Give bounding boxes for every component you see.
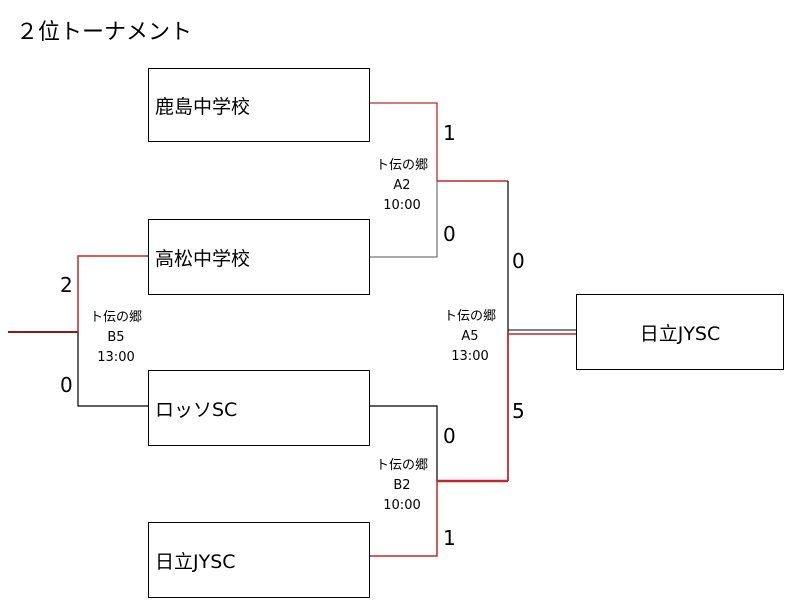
line-b5-rosso	[77, 332, 148, 407]
score-b2-rosso: 0	[443, 424, 456, 448]
match-time: 10:00	[383, 198, 421, 213]
score-b2-hitachi: 1	[443, 526, 456, 550]
match-code: A5	[461, 329, 479, 344]
match-venue: ト伝の郷	[443, 309, 496, 324]
team-label: 鹿島中学校	[155, 95, 251, 118]
team-label: ロッソSC	[155, 398, 238, 421]
score-b5-takamatsu: 2	[60, 273, 73, 297]
match-label-a5: ト伝の郷 A5 13:00	[428, 307, 512, 367]
match-venue: ト伝の郷	[375, 458, 428, 473]
match-label-b5: ト伝の郷 B5 13:00	[74, 308, 158, 368]
match-label-a2: ト伝の郷 A2 10:00	[360, 156, 444, 216]
line-b5-takamatsu	[77, 255, 148, 332]
team-label: 日立JYSC	[155, 550, 236, 573]
team-box-rosso: ロッソSC	[148, 370, 370, 446]
match-code: B5	[107, 330, 125, 345]
page-title: ２位トーナメント	[16, 20, 193, 45]
match-venue: ト伝の郷	[89, 310, 142, 325]
score-a5-top: 0	[512, 249, 525, 273]
line-b2-rosso	[370, 405, 438, 481]
line-a2-takamatsu	[370, 181, 438, 258]
line-a2-kashima	[370, 102, 438, 181]
match-code: B2	[393, 478, 411, 493]
team-box-hitachi: 日立JYSC	[148, 522, 370, 598]
line-b2-hitachi	[370, 481, 438, 557]
score-a5-bottom: 5	[512, 399, 525, 423]
team-label: 高松中学校	[155, 247, 251, 270]
team-box-final: 日立JYSC	[576, 294, 784, 370]
match-code: A2	[393, 178, 411, 193]
score-b5-rosso: 0	[60, 373, 73, 397]
team-box-takamatsu: 高松中学校	[148, 219, 370, 295]
team-box-kashima: 鹿島中学校	[148, 68, 370, 142]
match-time: 10:00	[383, 498, 421, 513]
match-label-b2: ト伝の郷 B2 10:00	[360, 456, 444, 516]
match-time: 13:00	[97, 350, 135, 365]
score-a2-kashima: 1	[443, 121, 456, 145]
team-label: 日立JYSC	[639, 322, 721, 345]
match-time: 13:00	[451, 349, 489, 364]
match-venue: ト伝の郷	[375, 158, 428, 173]
score-a2-takamatsu: 0	[443, 222, 456, 246]
